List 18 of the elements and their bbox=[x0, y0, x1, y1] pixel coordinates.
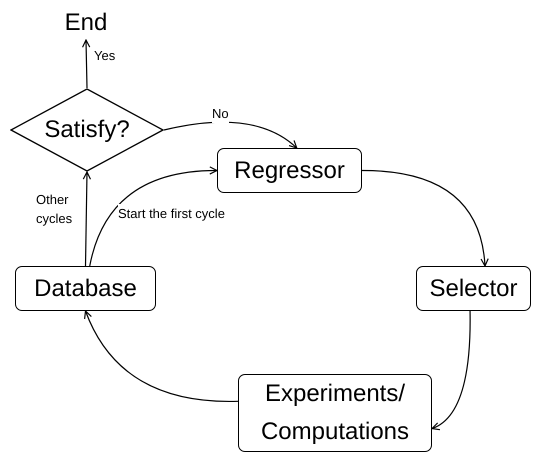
arrow bbox=[89, 166, 218, 266]
arrow bbox=[362, 170, 488, 267]
node-label: Selector bbox=[429, 274, 518, 304]
process-box bbox=[238, 374, 432, 452]
node-label: Database bbox=[34, 274, 137, 304]
process-box bbox=[416, 266, 531, 311]
arrow bbox=[82, 39, 90, 88]
node-label: Regressor bbox=[234, 156, 345, 186]
arrow bbox=[431, 311, 471, 430]
process-box bbox=[15, 266, 156, 311]
arrow bbox=[84, 310, 238, 402]
node-label: Satisfy? bbox=[44, 115, 130, 145]
node-label: End bbox=[64, 8, 108, 38]
node-label: Experiments/ Computations bbox=[260, 379, 410, 447]
arrow bbox=[82, 171, 92, 266]
edge-label: Start the first cycle bbox=[118, 204, 225, 223]
arrow bbox=[164, 122, 298, 149]
process-box bbox=[217, 148, 362, 193]
